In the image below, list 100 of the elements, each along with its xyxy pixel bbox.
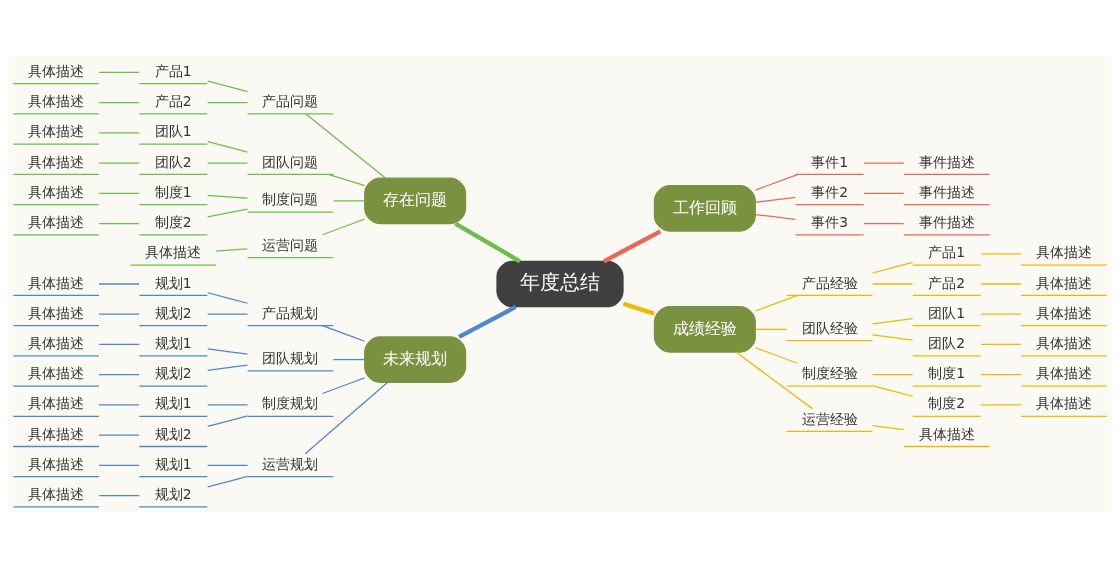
connector bbox=[98, 192, 140, 194]
connector bbox=[98, 404, 140, 406]
node-text: 具体描述 bbox=[28, 334, 85, 351]
connector bbox=[98, 222, 140, 225]
node-box: 未来规划 bbox=[364, 336, 467, 383]
connector bbox=[863, 222, 905, 225]
connector bbox=[207, 404, 249, 406]
node-text: 规划2 bbox=[154, 365, 192, 382]
connector bbox=[207, 292, 249, 304]
connector bbox=[207, 475, 249, 488]
connector bbox=[980, 374, 1022, 376]
connector bbox=[871, 374, 914, 376]
connector bbox=[98, 374, 140, 376]
node-text: 具体描述 bbox=[28, 425, 85, 442]
connector bbox=[871, 385, 914, 397]
node-text: 规划1 bbox=[154, 455, 192, 472]
connector bbox=[98, 434, 140, 436]
node-text: 产品经验 bbox=[801, 274, 858, 291]
connector bbox=[207, 194, 249, 199]
node-text: 具体描述 bbox=[28, 93, 85, 110]
connector bbox=[871, 261, 914, 274]
connector bbox=[754, 173, 799, 191]
connector bbox=[622, 301, 655, 316]
node-text: 具体描述 bbox=[28, 365, 85, 382]
node-text: 产品2 bbox=[154, 93, 192, 110]
connector bbox=[980, 404, 1022, 406]
connector bbox=[980, 313, 1022, 315]
node-text: 运营规划 bbox=[262, 455, 319, 472]
node-text: 制度经验 bbox=[801, 365, 858, 382]
node-text: 规划1 bbox=[154, 274, 192, 291]
node-text: 产品2 bbox=[928, 274, 966, 291]
connector bbox=[754, 196, 796, 203]
connector bbox=[98, 102, 140, 104]
connector bbox=[98, 132, 140, 134]
connector bbox=[602, 229, 662, 264]
connector bbox=[215, 248, 248, 252]
node-text: 事件3 bbox=[811, 214, 848, 231]
connector bbox=[863, 192, 905, 194]
node-text: 制度2 bbox=[928, 395, 966, 412]
node-text: 具体描述 bbox=[1035, 395, 1092, 412]
connector bbox=[871, 334, 914, 341]
node-text: 具体描述 bbox=[1035, 274, 1092, 291]
connector bbox=[454, 221, 521, 264]
connector bbox=[207, 140, 249, 153]
connector bbox=[754, 347, 799, 364]
connector bbox=[304, 381, 389, 455]
connector bbox=[754, 294, 799, 312]
node-text: 事件2 bbox=[811, 183, 848, 200]
node-text: 规划1 bbox=[154, 334, 192, 351]
connector bbox=[332, 358, 365, 361]
node-text: 具体描述 bbox=[1035, 244, 1092, 261]
connector bbox=[754, 213, 796, 221]
connector bbox=[458, 305, 517, 339]
connector bbox=[207, 80, 249, 93]
node-box: 年度总结 bbox=[496, 260, 624, 308]
node-box: 成绩经验 bbox=[653, 306, 756, 353]
connector bbox=[980, 343, 1022, 346]
connector bbox=[321, 325, 366, 342]
connector bbox=[207, 102, 249, 104]
connector bbox=[871, 283, 914, 285]
node-text: 具体描述 bbox=[28, 304, 85, 321]
connector bbox=[207, 348, 249, 355]
node-box: 工作回顾 bbox=[653, 185, 756, 232]
node-text: 产品1 bbox=[928, 244, 966, 261]
node-text: 产品规划 bbox=[262, 304, 319, 321]
node-text: 规划2 bbox=[154, 486, 192, 503]
connector bbox=[863, 162, 905, 164]
connector bbox=[207, 313, 249, 315]
node-text: 事件描述 bbox=[918, 153, 975, 170]
node-text: 具体描述 bbox=[28, 455, 85, 472]
connector bbox=[207, 415, 249, 428]
connector bbox=[98, 283, 140, 285]
node-text: 团队1 bbox=[928, 304, 966, 321]
node-text: 产品问题 bbox=[262, 93, 319, 110]
connector bbox=[980, 283, 1022, 285]
node-text: 团队问题 bbox=[262, 153, 319, 170]
node-text: 事件描述 bbox=[918, 183, 975, 200]
node-text: 规划2 bbox=[154, 425, 192, 442]
node-text: 团队规划 bbox=[262, 350, 319, 367]
node-text: 制度1 bbox=[928, 365, 966, 382]
node-text: 具体描述 bbox=[28, 183, 85, 200]
node-text: 具体描述 bbox=[28, 274, 85, 291]
node-text: 具体描述 bbox=[1035, 334, 1092, 351]
node-text: 规划1 bbox=[154, 395, 192, 412]
node-text: 团队2 bbox=[928, 334, 966, 351]
node-text: 具体描述 bbox=[28, 214, 85, 231]
node-text: 具体描述 bbox=[918, 425, 975, 442]
node-text: 事件1 bbox=[811, 153, 848, 170]
node-text: 具体描述 bbox=[28, 62, 85, 79]
connector bbox=[980, 253, 1022, 255]
node-text: 具体描述 bbox=[28, 486, 85, 503]
node-text: 团队2 bbox=[154, 153, 192, 170]
node-text: 产品1 bbox=[154, 62, 192, 79]
node-box: 存在问题 bbox=[364, 177, 467, 225]
connector bbox=[98, 464, 140, 466]
node-text: 制度问题 bbox=[262, 191, 319, 208]
node-text: 事件描述 bbox=[918, 214, 975, 231]
node-text: 运营经验 bbox=[801, 410, 858, 427]
connector bbox=[207, 464, 249, 466]
connector bbox=[305, 113, 387, 179]
